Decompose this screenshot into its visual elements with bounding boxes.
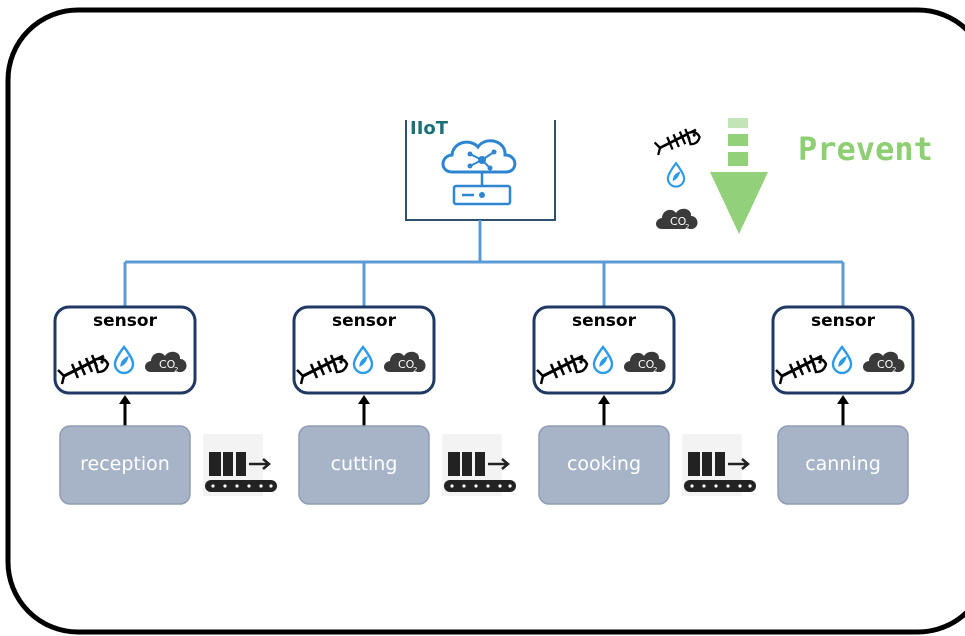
sensor-label: sensor xyxy=(93,311,157,331)
conveyor-icon xyxy=(680,432,758,498)
stage-box-cooking xyxy=(538,425,670,505)
stage-box-reception xyxy=(59,425,191,505)
co2-cloud-icon: CO 2 xyxy=(656,208,698,231)
co2-cloud-icon: CO2 xyxy=(145,351,187,374)
fish-bone-icon xyxy=(653,127,701,157)
svg-text:2: 2 xyxy=(653,366,657,374)
svg-text:CO: CO xyxy=(398,358,415,371)
stage-box-cutting xyxy=(298,425,430,505)
network-lines xyxy=(123,220,845,310)
stage-label-cooking: cooking xyxy=(566,453,642,475)
stage-box-canning xyxy=(777,425,909,505)
prevent-label: Prevent xyxy=(798,130,933,168)
svg-text:CO: CO xyxy=(159,358,176,371)
sensor-icons: CO2 CO2 CO2 CO2 xyxy=(56,345,905,386)
svg-text:CO: CO xyxy=(638,358,655,371)
sensor-label: sensor xyxy=(332,311,396,331)
outer-frame xyxy=(5,7,965,635)
cloud-network-server-icon xyxy=(441,139,517,206)
svg-text:2: 2 xyxy=(413,366,417,374)
svg-text:2: 2 xyxy=(685,223,689,231)
stage-label-reception: reception xyxy=(80,453,170,475)
sensor-arrows xyxy=(119,395,849,426)
svg-text:2: 2 xyxy=(892,366,896,374)
sensor-label: sensor xyxy=(811,311,875,331)
conveyor-icon xyxy=(440,432,518,498)
co2-cloud-icon: CO2 xyxy=(384,351,426,374)
prevent-legend: CO 2 xyxy=(653,118,768,234)
water-drop-icon xyxy=(666,162,686,188)
conveyor-icon xyxy=(201,432,279,498)
co2-cloud-icon: CO2 xyxy=(863,351,905,374)
iiot-hub xyxy=(405,120,556,221)
svg-text:2: 2 xyxy=(174,366,178,374)
prevent-arrow xyxy=(710,118,768,234)
stage-label-canning: canning xyxy=(805,453,881,475)
svg-text:CO: CO xyxy=(877,358,894,371)
hub-label: IIoT xyxy=(410,118,449,139)
co2-cloud-icon: CO2 xyxy=(624,351,666,374)
svg-text:CO: CO xyxy=(670,215,687,228)
stage-label-cutting: cutting xyxy=(330,453,398,475)
stage-boxes xyxy=(59,425,909,505)
sensor-label: sensor xyxy=(572,311,636,331)
